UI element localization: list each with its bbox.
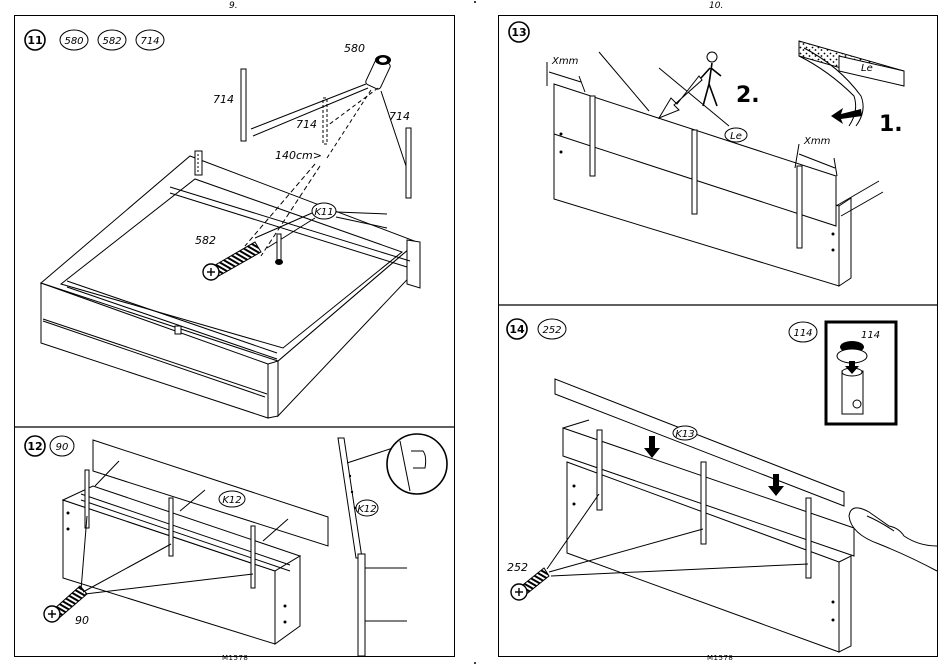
crop-mark — [474, 662, 476, 664]
step-14-part-2: 114 — [793, 328, 812, 339]
label-580: 580 — [344, 42, 365, 55]
arrow-icon — [831, 108, 862, 124]
ring-k12-side: K12 — [357, 504, 376, 515]
crop-mark — [474, 1, 476, 3]
le-tape: Le — [861, 63, 873, 74]
doc-code-right: M1578 — [707, 654, 733, 662]
xmm-right: Xmm — [803, 136, 831, 147]
ring-k11: K11 — [314, 207, 333, 218]
hand-icon — [849, 508, 937, 571]
le-ring: Le — [730, 131, 742, 142]
step-14-number: 14 — [509, 323, 525, 336]
page-left: 11 580 582 714 — [14, 15, 455, 657]
label-114: 114 — [861, 330, 880, 341]
label-582: 582 — [195, 234, 216, 247]
step-13-number: 13 — [511, 26, 526, 39]
bed-frame — [41, 156, 420, 418]
step-11-part-2: 582 — [102, 36, 121, 47]
step-13: 13 Xmm Xmm Le — [509, 22, 904, 286]
step-12: 12 90 K12 90 — [25, 434, 447, 656]
label-252: 252 — [507, 561, 528, 574]
xmm-left: Xmm — [551, 56, 579, 67]
label-714-b: 714 — [296, 118, 317, 131]
label-90: 90 — [75, 614, 89, 627]
ring-k13: K13 — [675, 429, 694, 440]
step-11-part-3: 714 — [140, 36, 159, 47]
magnifier-detail-icon — [387, 434, 447, 494]
left-page-drawing: 11 580 582 714 — [15, 16, 454, 656]
ring-k12: K12 — [222, 495, 241, 506]
order-1: 1. — [879, 112, 903, 137]
walking-person-icon — [701, 52, 721, 106]
connector-580 — [365, 55, 391, 90]
step-11: 11 580 582 714 — [25, 30, 420, 418]
step-12-part-1: 90 — [56, 442, 69, 453]
label-length: 140cm> — [275, 149, 322, 162]
page-number-right: 10. — [709, 1, 723, 11]
slat-714 — [241, 69, 411, 198]
label-714-c: 714 — [389, 110, 410, 123]
headboard — [63, 440, 328, 644]
doc-code-left: M1578 — [222, 654, 248, 662]
page-number-left: 9. — [229, 1, 238, 11]
order-2: 2. — [736, 83, 760, 108]
step-11-part-1: 580 — [64, 36, 83, 47]
arrow-icon — [659, 76, 702, 118]
right-page-drawing: 13 Xmm Xmm Le — [499, 16, 937, 656]
step-11-number: 11 — [27, 34, 42, 47]
page-right: 13 Xmm Xmm Le — [498, 15, 938, 657]
step-12-number: 12 — [27, 440, 42, 453]
step-14-part-1: 252 — [542, 325, 561, 336]
step-14: 14 252 114 K13 — [507, 319, 937, 652]
label-714-a: 714 — [213, 93, 234, 106]
